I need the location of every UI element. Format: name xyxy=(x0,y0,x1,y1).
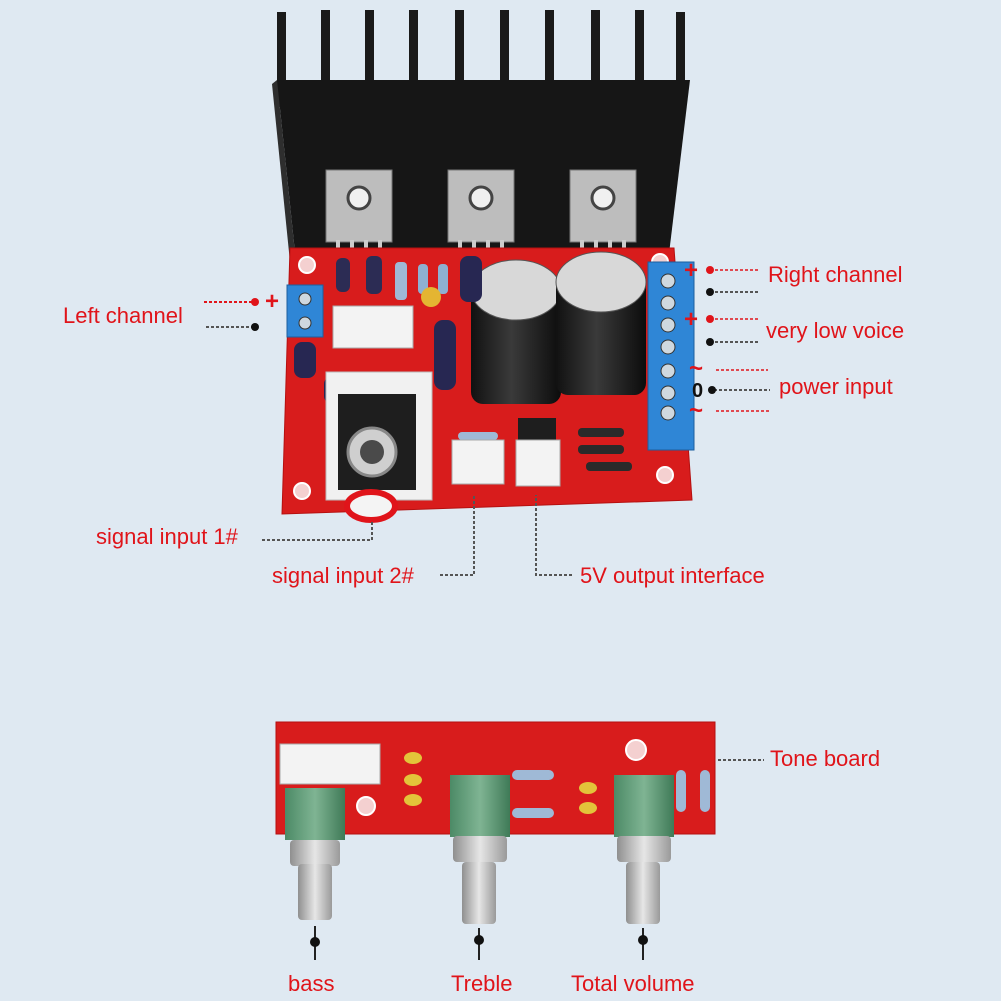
marker-dots xyxy=(251,266,716,947)
zero-mark: 0 xyxy=(692,380,703,402)
leader-lines xyxy=(204,269,770,960)
left-channel-label: Left channel xyxy=(63,303,183,328)
total-volume-label: Total volume xyxy=(571,971,695,996)
amplifier-board xyxy=(272,10,695,523)
tone-board xyxy=(275,721,716,924)
total-volume-potentiometer xyxy=(614,775,674,924)
signal-input-2-label: signal input 2# xyxy=(272,563,414,588)
output-5v-connector xyxy=(515,439,561,487)
left-channel-terminal xyxy=(286,284,324,338)
output-5v-label: 5V output interface xyxy=(580,563,765,588)
ac-mark-1: ~ xyxy=(689,355,703,382)
power-input-label: power input xyxy=(779,374,893,399)
output-power-terminal xyxy=(647,261,695,451)
rca-input-jack xyxy=(325,371,433,523)
bass-label: bass xyxy=(288,971,335,996)
bass-potentiometer xyxy=(285,788,345,920)
signal-input-1-label: signal input 1# xyxy=(96,524,238,549)
treble-potentiometer xyxy=(450,775,510,924)
ac-mark-2: ~ xyxy=(689,397,703,424)
very-low-voice-label: very low voice xyxy=(766,318,905,343)
signal-input-2-connector xyxy=(451,439,505,485)
treble-label: Treble xyxy=(451,971,513,996)
low-plus-mark: + xyxy=(684,306,698,333)
right-plus-mark: + xyxy=(684,257,698,284)
tone-board-connector xyxy=(332,305,414,349)
filter-capacitor-1 xyxy=(470,259,562,404)
tone-board-label: Tone board xyxy=(770,746,881,771)
filter-capacitor-2 xyxy=(555,251,647,395)
right-channel-label: Right channel xyxy=(768,262,903,287)
polarity-marks: + + + ~ 0 ~ xyxy=(265,257,703,424)
left-plus-mark: + xyxy=(265,288,279,315)
power-ic-3 xyxy=(569,169,637,262)
